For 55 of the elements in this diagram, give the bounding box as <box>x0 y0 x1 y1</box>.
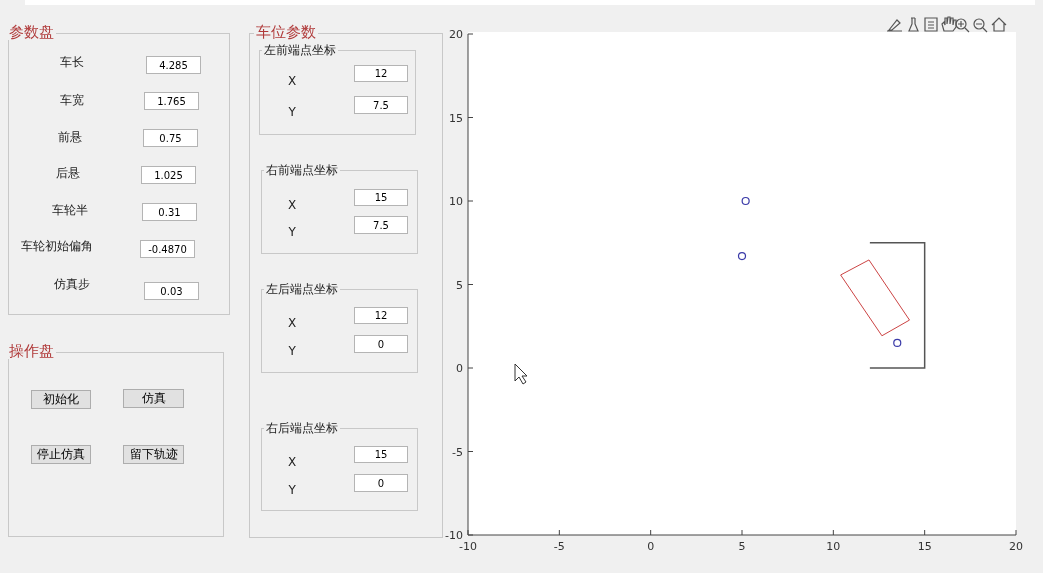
axis-name-label: Y <box>288 345 296 357</box>
parameter-label: 车轮半 <box>52 204 88 216</box>
input-field: 0.31 <box>142 203 197 221</box>
panel-title: 右前端点坐标 <box>264 164 340 176</box>
input-field: 12 <box>354 65 408 82</box>
panel-title: 车位参数 <box>254 25 318 40</box>
tick-label: 15 <box>449 111 463 125</box>
input-field: 15 <box>354 189 408 206</box>
tick-label: 10 <box>826 540 841 553</box>
panel-title: 左后端点坐标 <box>264 283 340 295</box>
tick-label: 5 <box>456 278 463 292</box>
axis-name-label: Y <box>288 106 296 118</box>
tick-label: -5 <box>553 540 565 553</box>
trace-button: 留下轨迹 <box>123 445 184 464</box>
axis-name-label: X <box>288 199 297 211</box>
tick-label: 5 <box>738 540 746 553</box>
input-field: -0.4870 <box>140 240 195 258</box>
parameter-label: 车宽 <box>60 94 84 106</box>
panel-title: 参数盘 <box>7 25 56 40</box>
axis-name-label: Y <box>288 226 296 238</box>
tick-label: 10 <box>449 195 463 208</box>
tick-label: 20 <box>449 28 463 41</box>
input-field: 0 <box>354 474 408 492</box>
tick-label: 0 <box>456 362 463 375</box>
panel-title: 操作盘 <box>7 344 56 359</box>
input-field: 4.285 <box>146 56 201 74</box>
input-field: 12 <box>354 307 408 324</box>
input-field: 7.5 <box>354 216 408 234</box>
tick-label: -10 <box>459 540 477 553</box>
parameter-label: 仿真步 <box>54 278 90 290</box>
input-field: 1.765 <box>144 92 199 110</box>
panel-title: 右后端点坐标 <box>264 422 340 434</box>
panel-title: 左前端点坐标 <box>262 44 338 56</box>
input-field: 15 <box>354 446 408 463</box>
tick-label: -5 <box>452 445 463 459</box>
parameter-label: 车长 <box>60 56 84 68</box>
input-field: 1.025 <box>141 166 196 184</box>
parameter-label: 车轮初始偏角 <box>21 240 93 252</box>
tick-label: 0 <box>647 540 655 553</box>
tick-label: 15 <box>917 540 932 553</box>
init-button: 初始化 <box>31 390 91 409</box>
axis-name-label: X <box>288 317 297 329</box>
tick-label: 20 <box>1009 540 1023 553</box>
axis-name-label: X <box>288 456 297 468</box>
stop-button: 停止仿真 <box>31 445 91 464</box>
tick-label: -10 <box>445 529 463 542</box>
input-field: 7.5 <box>354 96 408 114</box>
input-field: 0 <box>354 335 408 353</box>
axis-name-label: Y <box>288 484 296 496</box>
input-field: 0.03 <box>144 282 199 300</box>
input-field: 0.75 <box>143 129 198 147</box>
axis-name-label: X <box>288 75 297 87</box>
parameter-label: 后悬 <box>56 167 80 179</box>
parameter-label: 前悬 <box>58 131 82 143</box>
simulate-button: 仿真 <box>123 389 184 408</box>
